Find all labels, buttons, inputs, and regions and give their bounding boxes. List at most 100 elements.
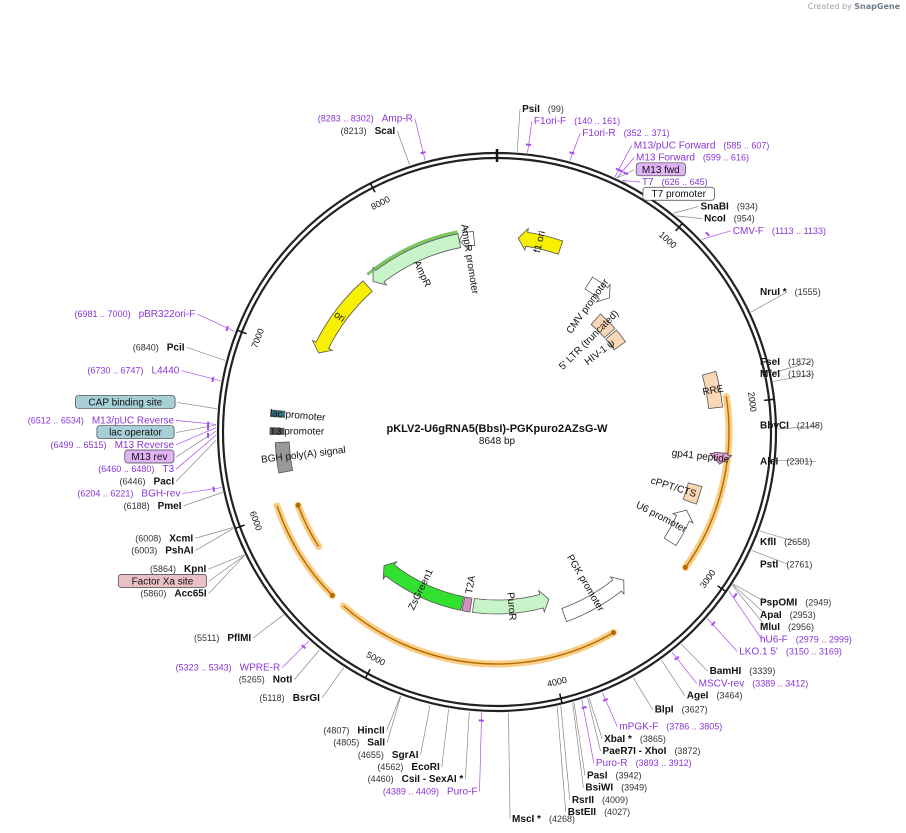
feature-shape [472, 589, 550, 615]
leader-line [175, 434, 217, 470]
leader-line [732, 584, 767, 616]
feature-shape [590, 313, 616, 339]
plasmid-length: 8648 bp [479, 436, 516, 447]
tick-label: 2000 [746, 391, 758, 412]
site-name: XcmI [169, 533, 193, 544]
leader-line [208, 554, 245, 570]
tick-mark [236, 329, 247, 335]
tick-mark [369, 183, 376, 193]
orange-arc [276, 505, 333, 596]
label-mscv-rev: MSCV-rev(3389 .. 3412) [699, 678, 809, 689]
backbone-ring [216, 149, 778, 713]
feature-shape [311, 280, 373, 354]
site-label: (4460)CsiI - SexAI * [368, 774, 464, 785]
leader-line [750, 291, 788, 313]
leader-line [632, 677, 653, 710]
label-pmei: (6188)PmeI [124, 501, 182, 512]
leader-line [673, 206, 699, 214]
site-name: PflMI [227, 633, 251, 644]
site-position: (6512 .. 6534) [28, 415, 84, 425]
site-position: (3872) [674, 746, 700, 756]
site-position: (8283 .. 8302) [318, 114, 374, 124]
site-position: (2761) [786, 559, 812, 569]
site-position: (4009) [602, 795, 628, 805]
site-label: (4655)SgrAI [358, 750, 419, 761]
site-name: MscI * [512, 814, 541, 825]
site-position: (3865) [640, 734, 666, 744]
site-position: (4389 .. 4409) [383, 786, 439, 796]
leader-line [441, 708, 449, 768]
label-bsiwi: BsiWI(3949) [585, 783, 647, 794]
label-mpgk-f: mPGK-F(3786 .. 3805) [619, 722, 722, 733]
site-label: (6499 .. 6515)M13 Reverse [51, 440, 175, 451]
leader-line [181, 370, 221, 382]
site-position: (3464) [716, 691, 742, 701]
site-position: (5323 .. 5343) [176, 663, 232, 673]
leader-line [556, 706, 567, 813]
leader-line [183, 492, 223, 507]
feature-t3-promoter: T3 promoter [269, 426, 325, 437]
label-ecori: (4562)EcoRI [377, 762, 440, 773]
primer-mark [710, 621, 716, 627]
leader-line [602, 692, 618, 727]
label-psii: PsiI(99) [522, 104, 564, 115]
tick-mark [364, 668, 371, 679]
orange-arcs [273, 392, 733, 668]
site-label: PspOMI(2949) [760, 598, 831, 609]
site-label: (6981 .. 7000)pBR322ori-F [75, 309, 196, 320]
feature-label: BGH poly(A) signal [261, 445, 347, 466]
site-label: CMV-F(1113 .. 1133) [733, 226, 826, 237]
label-psti: PstI (2761) [760, 559, 812, 570]
leader-line [208, 555, 245, 594]
feature-shape [663, 509, 694, 547]
label-pcii: (6840)PciI [133, 342, 185, 353]
site-name: hU6-F [760, 634, 788, 645]
feature-shape [274, 441, 294, 474]
leader-line [464, 711, 470, 780]
site-label: M13/pUC Forward(585 .. 607) [634, 140, 770, 151]
site-position: (2658) [784, 537, 810, 547]
feature-box-label: M13 fwd [642, 165, 680, 176]
feature-box-label: Factor Xa site [132, 576, 194, 587]
site-name: F1ori-R [582, 128, 615, 139]
primer-mark [211, 376, 215, 383]
orange-arc-tip [329, 592, 335, 598]
site-name: PmeI [158, 501, 182, 512]
site-position: (6981 .. 7000) [75, 309, 131, 319]
site-name: PaeR7I - XhoI [603, 746, 667, 757]
label-lac-operator: lac operator [96, 425, 175, 439]
label-bgh-rev: (6204 .. 6221)BGH-rev [77, 489, 180, 500]
site-name: PstI [760, 559, 779, 570]
site-position: (4562) [377, 762, 403, 772]
plasmid-name: pKLV2-U6gRNA5(BbsI)-PGKpuro2AZsG-W [386, 423, 608, 435]
leader-line [773, 373, 813, 382]
leader-line [707, 618, 738, 652]
feature-label: AmpR [411, 259, 433, 289]
leader-line [732, 585, 767, 628]
site-name: LKO.1 5' [739, 647, 778, 658]
site-name: T7 [642, 177, 654, 188]
feature-shape [708, 451, 733, 465]
site-label: (4805)SalI [333, 738, 385, 749]
site-name: M13/pUC Reverse [92, 415, 175, 426]
site-position: (599 .. 616) [703, 153, 749, 163]
primer-mark [225, 325, 230, 332]
feature-label: PuroR [504, 592, 517, 621]
label-bsteii: BstEII(4027) [568, 807, 630, 818]
label-scai: (8213)ScaI [341, 126, 396, 137]
site-position: (140 .. 161) [574, 116, 620, 126]
label-snabi: SnaBI(934) [700, 201, 757, 212]
site-label: (5265)NotI [239, 675, 293, 686]
leader-line [560, 705, 571, 800]
feature-gp41-peptide: gp41 peptide [671, 448, 733, 466]
leader-line [622, 180, 640, 183]
leader-line [751, 550, 789, 565]
label-nrui-: NruI *(1555) [760, 287, 821, 298]
site-label: (6840)PciI [133, 342, 185, 353]
site-name: PacI [154, 476, 175, 487]
leader-line [386, 695, 402, 743]
site-position: (626 .. 645) [662, 177, 708, 187]
site-name: WPRE-R [240, 663, 281, 674]
site-position: (585 .. 607) [723, 140, 769, 150]
site-name: Puro-F [447, 786, 478, 797]
